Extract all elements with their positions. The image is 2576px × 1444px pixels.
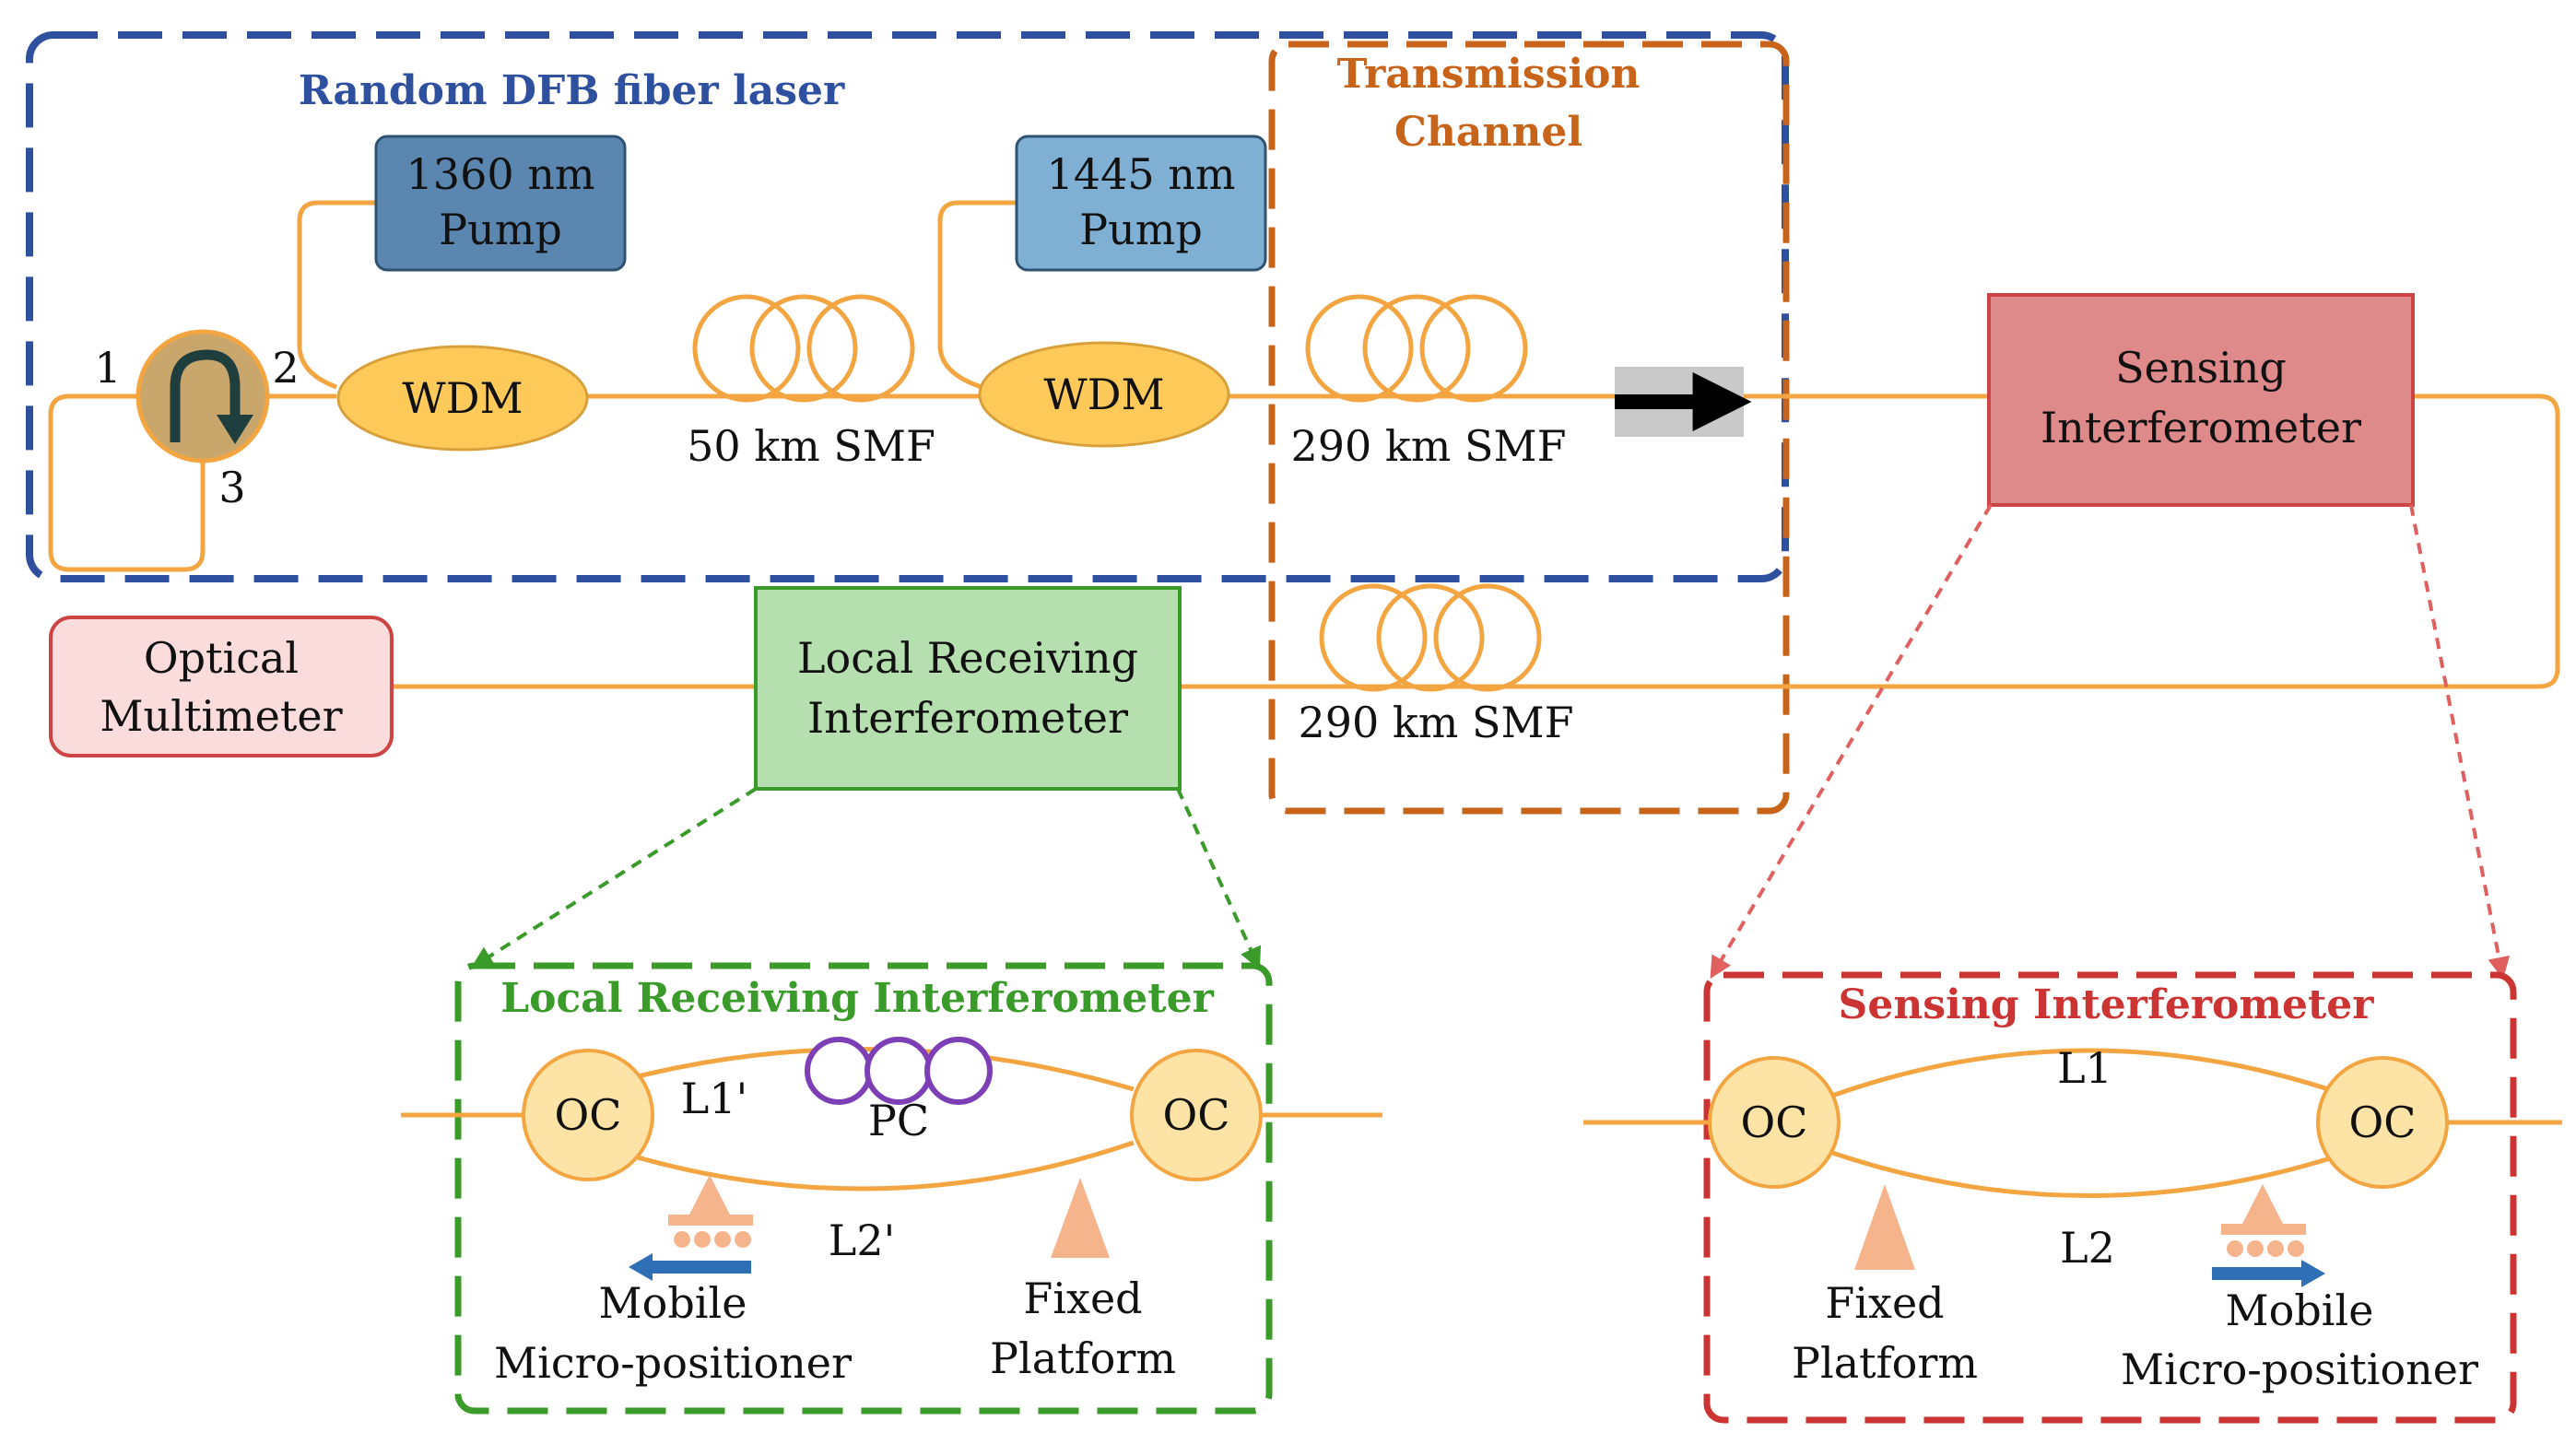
sensing-arm2-label: L2 (2060, 1223, 2115, 1273)
local-arm2-label: L2' (829, 1215, 895, 1265)
sensing-fixed-platform (1854, 1184, 1915, 1270)
local-fixed-line1: Fixed (1023, 1274, 1142, 1323)
fiber-spool-290km-forward (1305, 294, 1528, 403)
transmission-title-line2: Channel (1394, 109, 1582, 156)
sensing-mobile-line1: Mobile (2226, 1286, 2374, 1335)
wdm-2-label: WDM (1043, 370, 1164, 419)
sensing-arm-upper (1829, 1048, 2351, 1099)
pump-1360 (374, 135, 627, 272)
local-fixed-platform (1051, 1178, 1110, 1258)
zoom-line-sensing-left (1710, 503, 1993, 980)
sensing-mobile-line2: Micro-positioner (2121, 1344, 2478, 1394)
pump-1360-line2: Pump (439, 205, 562, 254)
sensing-mobile-micro-positioner (2212, 1184, 2325, 1287)
isolator (1615, 367, 1752, 437)
transmission-group-box (1268, 41, 1790, 815)
sensing-detail-title: Sensing Interferometer (1839, 981, 2375, 1028)
local-fixed-line2: Platform (990, 1333, 1176, 1383)
local-arm1-label: L1' (681, 1074, 747, 1123)
sensing-interferometer-line1: Sensing (2115, 343, 2287, 393)
pump-1445 (1015, 135, 1267, 272)
laser-group-box (26, 31, 1789, 582)
local-interferometer-line1: Local Receiving (797, 633, 1138, 683)
fiber-loop-port1-port3 (48, 393, 206, 572)
circulator-port3: 3 (218, 463, 245, 512)
local-oc-left (522, 1049, 654, 1181)
wdm-2 (978, 341, 1230, 448)
pump-1445-line1: 1445 nm (1047, 149, 1236, 199)
sensing-oc-right-label: OC (2349, 1098, 2417, 1147)
optical-multimeter-line1: Optical (144, 633, 299, 683)
local-mobile-micro-positioner (629, 1175, 753, 1281)
wdm-1-label: WDM (402, 373, 523, 423)
sensing-oc-left-label: OC (1741, 1098, 1808, 1147)
local-detail-title: Local Receiving Interferometer (500, 975, 1214, 1022)
sensing-interferometer-line2: Interferometer (2041, 403, 2361, 452)
local-mobile-line1: Mobile (599, 1278, 747, 1328)
transmission-title-line1: Transmission (1337, 51, 1641, 98)
circulator-port2: 2 (272, 343, 299, 393)
fiber-pump2-to-wdm2 (937, 200, 1018, 390)
sensing-interferometer-box (1987, 293, 2415, 507)
fiber-50km-label: 50 km SMF (687, 421, 935, 471)
laser-title: Random DFB fiber laser (299, 67, 845, 114)
fiber-pump1-to-wdm1 (297, 200, 378, 390)
sensing-oc-right (2316, 1056, 2449, 1189)
pc-label: PC (868, 1096, 929, 1145)
pump-1360-line1: 1360 nm (406, 149, 595, 199)
fiber-290km-return-label: 290 km SMF (1298, 698, 1573, 747)
fiber-290km-forward-label: 290 km SMF (1290, 421, 1566, 471)
local-arm-lower (589, 1140, 1135, 1192)
circulator (135, 329, 270, 464)
zoom-line-local-left (470, 787, 758, 969)
optical-multimeter-line2: Multimeter (100, 691, 342, 741)
wdm-1 (336, 345, 589, 452)
pump-1445-line2: Pump (1079, 205, 1203, 254)
fiber-spool-290km-return (1319, 583, 1542, 692)
local-oc-left-label: OC (555, 1090, 622, 1140)
optical-multimeter (49, 616, 394, 757)
circulator-arrow-icon (170, 349, 241, 442)
fiber-sensing-return-loop (1175, 393, 2560, 689)
sensing-oc-left (1708, 1056, 1841, 1189)
circulator-port1: 1 (94, 343, 121, 393)
local-detail-box (454, 962, 1273, 1415)
sensing-arm-lower (1829, 1149, 2351, 1198)
zoom-line-sensing-right (2409, 504, 2511, 980)
polarization-controller (805, 1037, 993, 1105)
local-interferometer-box (754, 586, 1182, 791)
sensing-arm1-label: L1 (2057, 1043, 2112, 1093)
sensing-detail-box (1703, 971, 2517, 1424)
local-interferometer-line2: Interferometer (807, 693, 1128, 743)
fiber-spool-50km (692, 294, 915, 403)
local-oc-right (1130, 1049, 1263, 1181)
sensing-fixed-line1: Fixed (1825, 1278, 1944, 1328)
local-oc-right-label: OC (1163, 1090, 1230, 1140)
local-mobile-line2: Micro-positioner (494, 1338, 852, 1388)
zoom-line-local-right (1176, 788, 1262, 970)
sensing-fixed-line2: Platform (1792, 1338, 1978, 1388)
